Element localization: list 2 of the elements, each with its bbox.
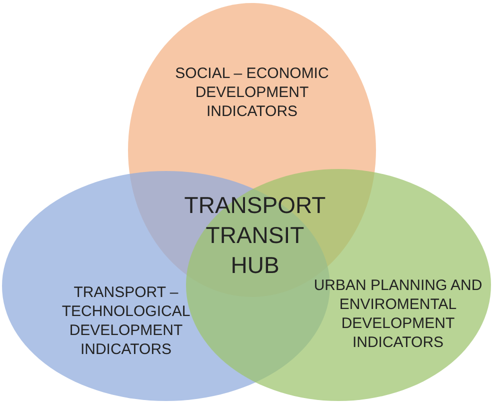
ellipse-label: TRANSPORT – TECHNOLOGICAL DEVELOPMENT INDICATORS: [60, 283, 192, 359]
ellipse-label: SOCIAL – ECONOMIC DEVELOPMENT INDICATORS: [174, 64, 330, 121]
